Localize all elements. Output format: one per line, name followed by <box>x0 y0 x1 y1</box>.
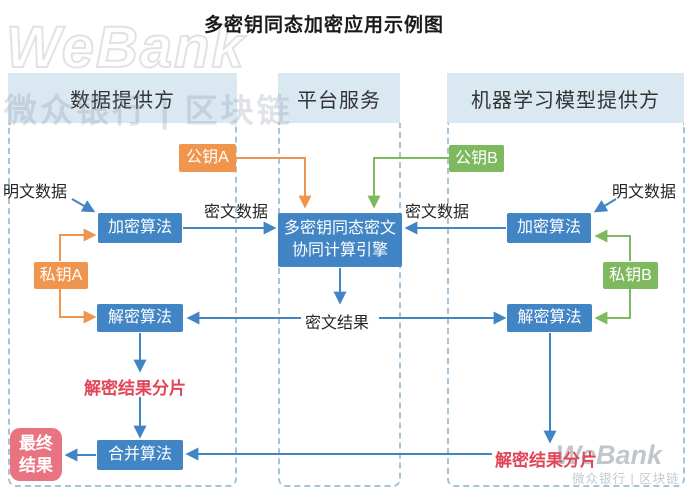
region-ml-model-provider <box>447 123 685 487</box>
node-public-key-a: 公钥A <box>179 144 236 172</box>
label-decrypt-shards-right: 解密结果分片 <box>495 451 597 470</box>
node-homomorphic-engine: 多密钥同态密文 协同计算引擎 <box>278 213 402 267</box>
label-decrypt-shards-left: 解密结果分片 <box>84 379 186 398</box>
arrow-plaintext-left-to-encrypt <box>71 198 96 213</box>
node-public-key-b: 公钥B <box>449 145 504 172</box>
node-private-key-b: 私钥B <box>603 262 658 289</box>
node-final-result: 最终 结果 <box>10 428 62 481</box>
engine-label-line1: 多密钥同态密文 <box>283 220 396 237</box>
arrow-privkey-a-to-decrypt <box>59 289 97 324</box>
diagram-title: 多密钥同态加密应用示例图 <box>203 15 444 36</box>
label-plaintext-right: 明文数据 <box>612 184 677 201</box>
node-merge-algorithm: 合并算法 <box>97 440 183 470</box>
arrow-privkey-b-to-decrypt <box>594 289 631 325</box>
label-ciphertext-right: 密文数据 <box>405 204 470 221</box>
column-header-label: 数据提供方 <box>70 89 175 112</box>
watermark-subtitle-small: 微众银行 | 区块链 <box>572 472 680 486</box>
final-result-line2: 结果 <box>19 455 53 475</box>
arrow-privkey-b-to-encrypt <box>594 229 631 261</box>
watermark-brand-small: WeBank <box>556 440 663 470</box>
arrow-plaintext-right-to-encrypt <box>593 198 617 213</box>
node-encrypt-algorithm-left: 加密算法 <box>98 213 182 243</box>
engine-label-line2: 协同计算引擎 <box>291 242 388 259</box>
node-decrypt-algorithm-left: 解密算法 <box>97 304 183 332</box>
watermark-brand-large: WeBank <box>5 14 246 81</box>
column-header-ml-model-provider: 机器学习模型提供方 <box>447 73 684 123</box>
column-header-data-provider: 数据提供方 <box>8 73 237 123</box>
column-header-platform-service: 平台服务 <box>278 73 400 123</box>
label-plaintext-left: 明文数据 <box>3 184 68 201</box>
final-result-line1: 最终 <box>19 433 53 453</box>
node-decrypt-algorithm-right: 解密算法 <box>507 304 592 332</box>
node-encrypt-algorithm-right: 加密算法 <box>507 213 591 243</box>
column-header-label: 平台服务 <box>297 89 381 112</box>
arrow-pubkey-b-to-engine <box>367 157 449 209</box>
label-ciphertext-left: 密文数据 <box>204 204 269 221</box>
region-platform-service <box>278 123 401 487</box>
watermark-subtitle-large: 微众银行 | 区块链 <box>4 92 293 129</box>
label-cipher-result: 密文结果 <box>305 315 370 332</box>
column-header-label: 机器学习模型提供方 <box>471 89 660 112</box>
node-private-key-a: 私钥A <box>34 262 88 289</box>
region-data-provider <box>8 123 237 487</box>
arrow-pubkey-a-to-engine <box>236 157 312 209</box>
arrow-privkey-a-to-encrypt <box>59 228 97 261</box>
